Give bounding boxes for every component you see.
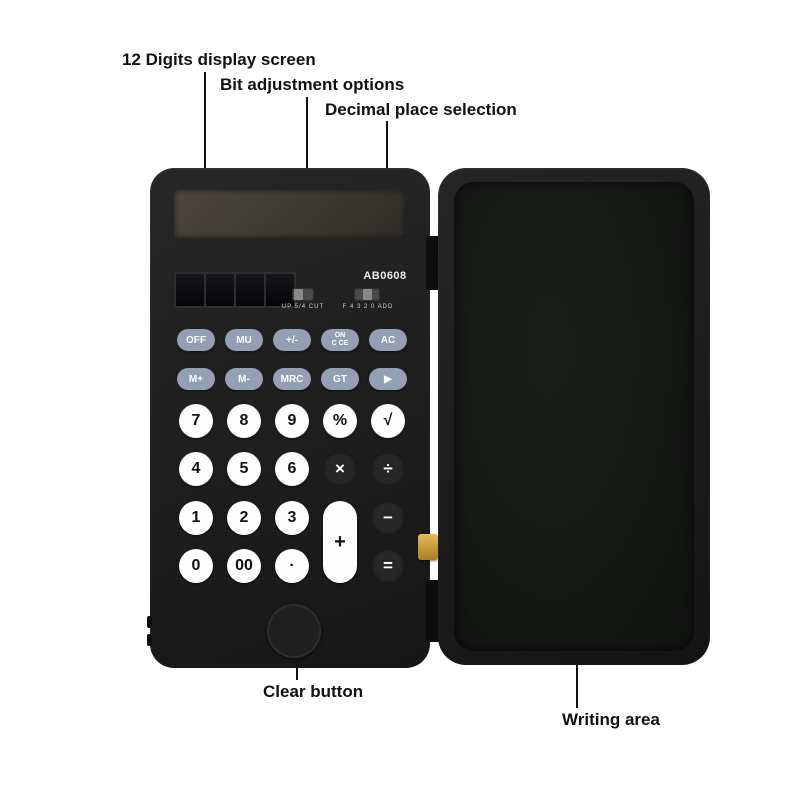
solar-cell bbox=[236, 274, 264, 306]
gt-button: GT bbox=[321, 368, 359, 390]
key-equals: = bbox=[371, 549, 405, 583]
solar-cell bbox=[266, 274, 294, 306]
key-1: 1 bbox=[179, 501, 213, 535]
play-icon-button: ▶ bbox=[369, 368, 407, 390]
key-plus: + bbox=[323, 501, 357, 583]
mu-button: MU bbox=[225, 329, 263, 351]
key-6: 6 bbox=[275, 452, 309, 486]
key-sqrt: √ bbox=[371, 404, 405, 438]
clear-button-callout-label: Clear button bbox=[263, 682, 364, 701]
solar-cell bbox=[176, 274, 204, 306]
key-multiply: × bbox=[323, 452, 357, 486]
off-button: OFF bbox=[177, 329, 215, 351]
bit-adjustment-switch bbox=[292, 288, 314, 301]
solar-cell bbox=[206, 274, 234, 306]
mrc-button: MRC bbox=[273, 368, 311, 390]
writing-area bbox=[454, 182, 694, 651]
key-0: 0 bbox=[179, 549, 213, 583]
plus-minus-button: +/- bbox=[273, 329, 311, 351]
key-5: 5 bbox=[227, 452, 261, 486]
decimal-switch-ticks: F 4 3 2 0 ADD bbox=[342, 304, 394, 310]
key-decimal-point: · bbox=[275, 549, 309, 583]
on-cce-button: ON C CE bbox=[321, 329, 359, 351]
decimal-callout-label: Decimal place selection bbox=[325, 100, 517, 119]
switch-thumb bbox=[294, 289, 303, 300]
key-minus: − bbox=[371, 501, 405, 535]
calculator-body: AB0608 UP 5/4 CUT F 4 3 2 0 ADD OFF MU +… bbox=[147, 168, 430, 668]
side-button bbox=[147, 634, 152, 646]
key-4: 4 bbox=[179, 452, 213, 486]
lcd-display-screen bbox=[174, 190, 406, 238]
hinge-pin bbox=[418, 534, 438, 560]
writing-tablet-body bbox=[438, 168, 710, 665]
key-2: 2 bbox=[227, 501, 261, 535]
key-percent: % bbox=[323, 404, 357, 438]
key-7: 7 bbox=[179, 404, 213, 438]
side-button bbox=[147, 616, 152, 628]
m-plus-button: M+ bbox=[177, 368, 215, 390]
key-00: 00 bbox=[227, 549, 261, 583]
ac-button: AC bbox=[369, 329, 407, 351]
solar-panel bbox=[174, 272, 296, 308]
bit-switch-ticks: UP 5/4 CUT bbox=[281, 304, 325, 310]
m-minus-button: M- bbox=[225, 368, 263, 390]
writing-area-callout-label: Writing area bbox=[562, 710, 660, 729]
key-divide: ÷ bbox=[371, 452, 405, 486]
switch-thumb bbox=[363, 289, 372, 300]
key-3: 3 bbox=[275, 501, 309, 535]
decimal-place-switch bbox=[354, 288, 380, 301]
clear-button bbox=[267, 604, 321, 658]
key-8: 8 bbox=[227, 404, 261, 438]
model-number: AB0608 bbox=[363, 270, 407, 282]
display-leader-line bbox=[204, 72, 206, 206]
display-callout-label: 12 Digits display screen bbox=[122, 50, 316, 69]
key-9: 9 bbox=[275, 404, 309, 438]
bit-adjust-callout-label: Bit adjustment options bbox=[220, 75, 405, 94]
